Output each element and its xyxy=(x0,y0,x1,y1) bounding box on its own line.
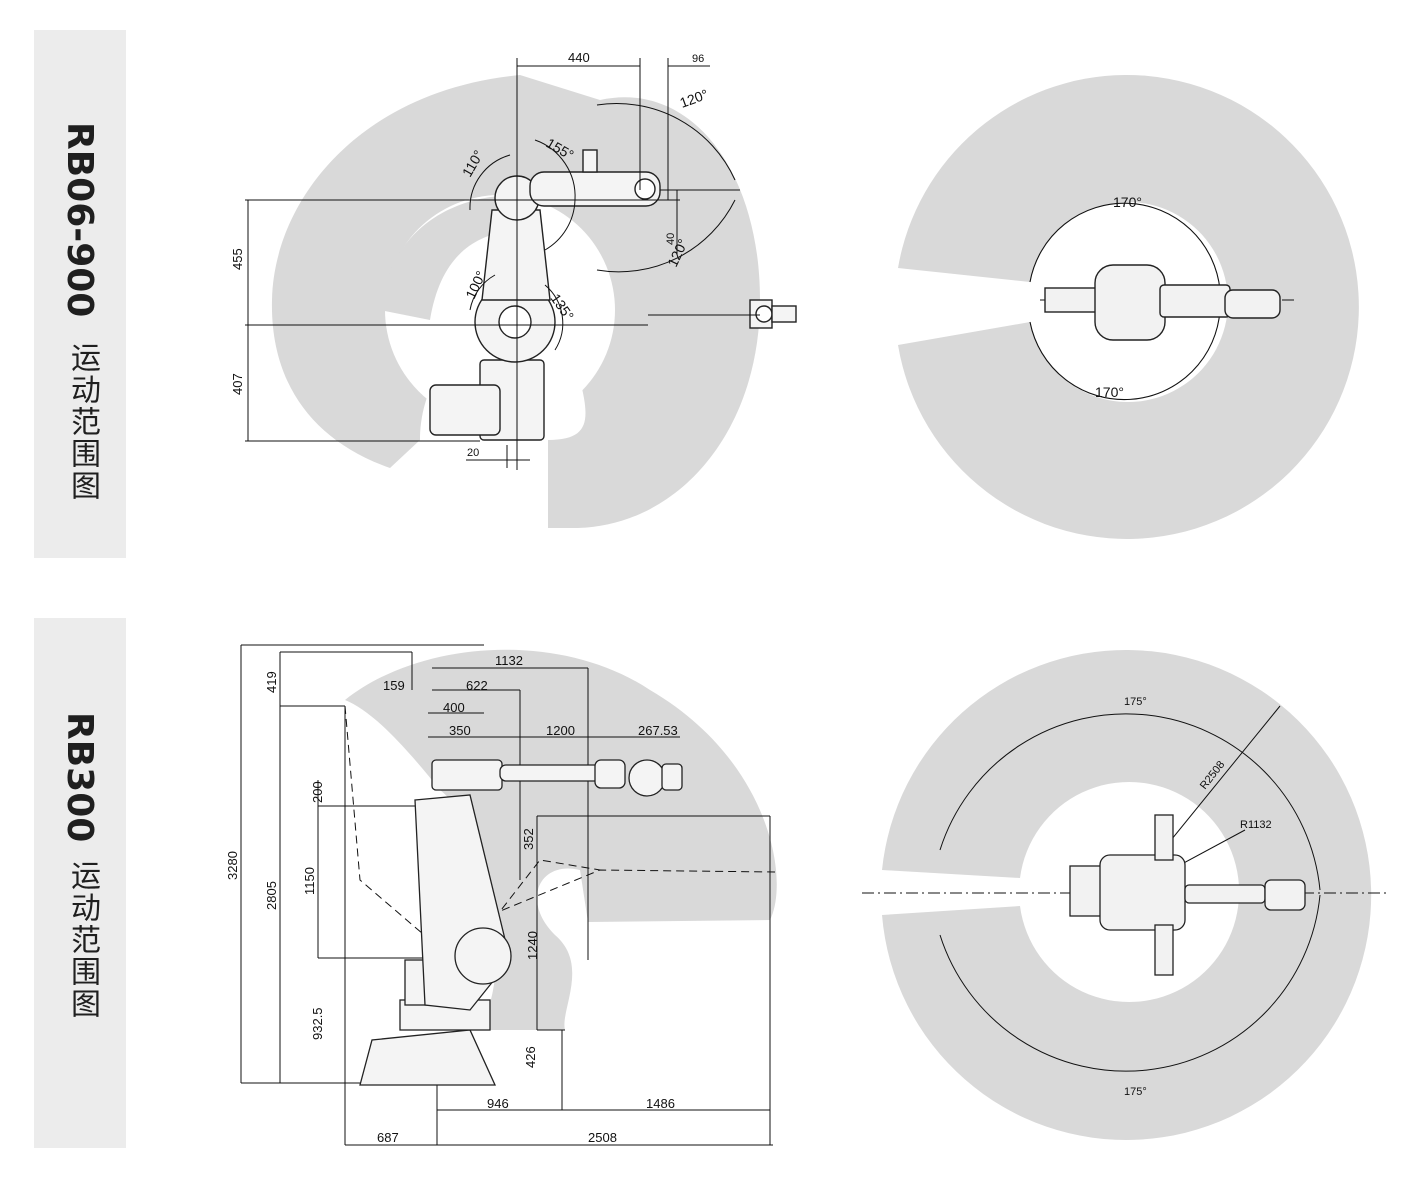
rb300-dim-267-53: 267.53 xyxy=(638,723,678,738)
rb06-dim-440: 440 xyxy=(568,50,590,65)
rb06-dim-40: 40 xyxy=(665,233,677,245)
section-label-panel-rb300 xyxy=(34,618,126,1148)
rb300-dim-3280: 3280 xyxy=(225,851,240,880)
rb300-dim-1240: 1240 xyxy=(525,931,540,960)
rb300-side-envelope xyxy=(345,649,777,1030)
rb300-top-angle-175-top: 175° xyxy=(1124,696,1147,708)
rb06-side-robot xyxy=(429,149,797,441)
rb300-dim-687: 687 xyxy=(377,1130,399,1145)
rb300-dim-1150: 1150 xyxy=(302,867,317,895)
rb06-top-robot xyxy=(1044,264,1281,341)
rb300-dim-426: 426 xyxy=(523,1046,538,1068)
rb06-dim-20: 20 xyxy=(467,447,479,459)
rb300-dim-1200: 1200 xyxy=(546,723,575,738)
rb300-dim-159: 159 xyxy=(383,678,405,693)
rb06-dim-455: 455 xyxy=(230,248,245,270)
caption-rb06: 运动范围图 xyxy=(65,342,100,502)
rb300-dim-622: 622 xyxy=(466,678,488,693)
rb300-dim-932-5: 932.5 xyxy=(310,1007,325,1040)
rb06-top-envelope xyxy=(898,74,1359,539)
rb300-side-dim-lines xyxy=(240,644,776,1146)
rb300-dim-2508: 2508 xyxy=(588,1130,617,1145)
rb300-dim-352: 352 xyxy=(521,828,536,850)
rb06-side-dim-lines xyxy=(245,58,760,470)
rb300-dim-400: 400 xyxy=(443,700,465,715)
rb300-dim-419: 419 xyxy=(264,671,279,693)
rb300-top-angle-175-bottom: 175° xyxy=(1124,1086,1147,1098)
rb06-top-angle-170-top: 170° xyxy=(1113,194,1142,210)
rb06-dim-96: 96 xyxy=(692,53,704,65)
rb300-dim-200: 200 xyxy=(310,781,325,803)
rb300-top-envelope xyxy=(882,649,1372,1140)
rb300-top-robot xyxy=(1069,814,1306,976)
rb300-dim-946: 946 xyxy=(487,1096,509,1111)
rb300-dim-350: 350 xyxy=(449,723,471,738)
rb300-dim-2805: 2805 xyxy=(264,881,279,910)
rb300-top-radius-1132: R1132 xyxy=(1240,819,1272,831)
section-label-panel-rb06 xyxy=(34,30,126,558)
rb300-dim-1486: 1486 xyxy=(646,1096,675,1111)
rb300-dim-1132: 1132 xyxy=(495,653,523,668)
rb06-dim-407: 407 xyxy=(230,373,245,395)
rb300-side-robot xyxy=(359,759,683,1086)
caption-rb300: 运动范围图 xyxy=(65,860,100,1020)
rb06-top-angle-170-bottom: 170° xyxy=(1095,384,1124,400)
